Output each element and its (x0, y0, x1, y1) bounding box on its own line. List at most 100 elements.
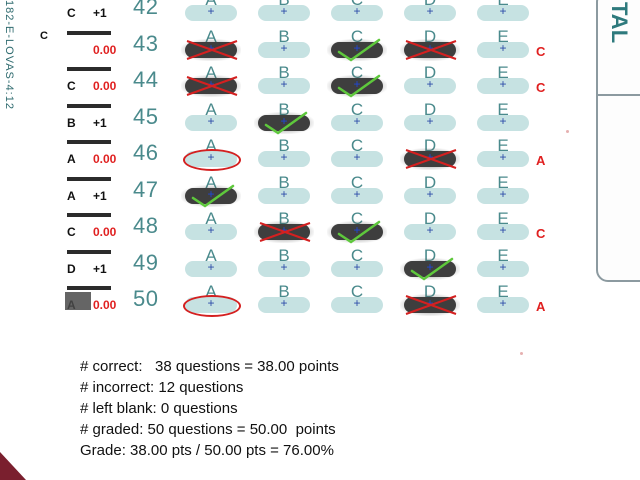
answer-bubble-c[interactable]: C+ (331, 136, 383, 167)
answer-bubble-e[interactable]: E+ (477, 63, 529, 94)
result-points: +1 (93, 188, 107, 203)
answer-bubble-b[interactable]: B+ (254, 100, 314, 135)
answer-bubble-e[interactable]: E+ (477, 173, 529, 204)
bubble-letter: E (497, 245, 509, 265)
bubble-pill (477, 297, 529, 313)
answer-bubble-d[interactable]: D+ (400, 246, 460, 281)
bubble-letter: B (278, 26, 290, 46)
plus-icon: + (499, 259, 507, 274)
answer-bubble-e[interactable]: E+ (477, 246, 529, 277)
bubble-pill (258, 5, 310, 21)
answer-bubble-e[interactable]: E+ (477, 27, 529, 58)
bubble-pill (258, 260, 310, 277)
plus-icon: + (280, 4, 288, 18)
answer-bubble-e[interactable]: E+ (477, 136, 529, 167)
answer-bubble-e[interactable]: E+ (477, 100, 529, 131)
bubble-letter: B (278, 209, 290, 228)
answer-bubble-c[interactable]: C+ (327, 209, 387, 244)
bubble-pill (331, 5, 383, 21)
answer-bubble-a[interactable]: A+ (183, 282, 241, 317)
bubble-pill (477, 114, 529, 131)
question-number: 48 (133, 213, 159, 238)
answer-bubble-b[interactable]: B+ (258, 136, 310, 167)
bubble-pill (404, 187, 456, 204)
answer-bubble-d[interactable]: D+ (404, 173, 456, 204)
answer-bubble-c[interactable]: C+ (331, 0, 383, 21)
answer-bubble-a[interactable]: A+ (181, 173, 241, 208)
bubble-letter: C (331, 0, 383, 10)
answer-bubble-c[interactable]: C+ (331, 100, 383, 131)
bubble-letter: B (278, 136, 290, 155)
answer-bubble-e[interactable]: E+ (477, 282, 529, 313)
answer-bubble-c[interactable]: C+ (331, 173, 383, 204)
answer-bubble-a[interactable]: A+ (185, 0, 237, 21)
correct-answer-letter: C (536, 80, 546, 95)
answer-bubble-c[interactable]: C+ (331, 282, 383, 313)
bubble-letter: A (205, 63, 217, 82)
scan-speck (566, 130, 569, 133)
bubble-pill (331, 187, 383, 204)
bubble-pill (185, 260, 237, 277)
answer-bubble-a[interactable]: A+ (185, 209, 237, 240)
right-panel-divider (598, 94, 640, 96)
answer-bubble-b[interactable]: B+ (258, 173, 310, 204)
question-number: 45 (133, 103, 159, 129)
result-points: 0.00 (93, 225, 117, 239)
answer-bubble-b[interactable]: B+ (258, 0, 310, 21)
answer-bubble-c[interactable]: C+ (327, 27, 387, 62)
plus-icon: + (207, 77, 215, 91)
answer-bubble-d[interactable]: D+ (404, 0, 456, 21)
result-bar (67, 140, 111, 144)
plus-icon: + (353, 40, 361, 55)
bubble-pill (258, 187, 310, 204)
answer-bubble-d[interactable]: D+ (400, 136, 460, 170)
plus-icon: + (280, 223, 288, 237)
answer-bubble-c[interactable]: C+ (331, 246, 383, 277)
answer-bubble-b[interactable]: B+ (258, 282, 310, 313)
bubble-pill (331, 297, 383, 313)
summary-correct: # correct: 38 questions = 38.00 points (80, 358, 339, 375)
answer-bubble-d[interactable]: D+ (400, 27, 460, 61)
bubble-letter: C (350, 136, 364, 155)
plus-icon: + (207, 40, 215, 55)
answer-bubble-a[interactable]: A+ (185, 100, 237, 131)
bubble-letter: D (404, 0, 456, 10)
bubble-letter: D (423, 172, 437, 192)
answer-bubble-d[interactable]: D+ (404, 209, 456, 240)
plus-icon: + (280, 186, 288, 201)
answer-bubble-d[interactable]: D+ (400, 282, 460, 316)
answer-bubble-a[interactable]: A+ (185, 246, 237, 277)
answer-bubble-a[interactable]: A+ (183, 136, 241, 171)
answer-bubble-b[interactable]: B+ (258, 27, 310, 58)
plus-icon: + (499, 77, 507, 91)
answer-bubble-a[interactable]: A+ (181, 63, 241, 97)
answer-bubble-e[interactable]: E+ (477, 209, 529, 240)
result-bar (67, 176, 111, 181)
result-letter: C (67, 6, 76, 20)
plus-icon: + (353, 223, 361, 237)
bubble-letter: A (205, 282, 217, 301)
result-letter: C (67, 225, 76, 239)
answer-bubble-a[interactable]: A+ (181, 27, 241, 61)
expected-answer-circle (183, 295, 241, 317)
result-cell: C+1 (67, 0, 122, 30)
question-number: 44 (133, 67, 159, 92)
bubble-pill (404, 78, 456, 94)
answer-bubble-e[interactable]: E+ (477, 0, 529, 21)
answer-bubble-c[interactable]: C+ (327, 63, 387, 98)
bubble-pill (185, 5, 237, 21)
answer-bubble-b[interactable]: B+ (254, 209, 314, 243)
score-summary: # correct: 38 questions = 38.00 points #… (80, 356, 339, 461)
answer-bubble-b[interactable]: B+ (258, 63, 310, 94)
answer-bubble-d[interactable]: D+ (404, 63, 456, 94)
bubble-letter: A (205, 245, 217, 265)
answer-bubble-d[interactable]: D+ (404, 100, 456, 131)
bubble-pill (404, 224, 456, 240)
bubble-letter: C (350, 282, 364, 301)
result-letter: D (67, 261, 76, 276)
answer-bubble-b[interactable]: B+ (258, 246, 310, 277)
